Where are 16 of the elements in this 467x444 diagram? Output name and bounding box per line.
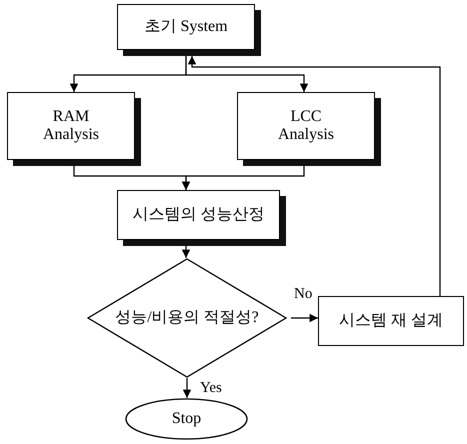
arrow [188, 56, 441, 296]
decision-diamond [87, 258, 287, 378]
arrow [185, 56, 308, 92]
node-label: RAM Analysis [42, 108, 100, 144]
node-label: 시스템 재 설계 [339, 312, 443, 330]
arrow [182, 166, 305, 190]
terminal-ellipse [125, 398, 248, 440]
node-label: 성능/비용의 적절성? [115, 309, 259, 327]
node-label: 초기 System [143, 18, 229, 36]
node-label: LCC Analysis [277, 108, 335, 144]
process-box [318, 296, 464, 346]
node-label: Stop [172, 410, 202, 428]
arrow [291, 314, 318, 322]
node-label: 시스템의 성능산정 [132, 206, 264, 224]
arrow [182, 246, 190, 258]
arrow [182, 378, 192, 398]
